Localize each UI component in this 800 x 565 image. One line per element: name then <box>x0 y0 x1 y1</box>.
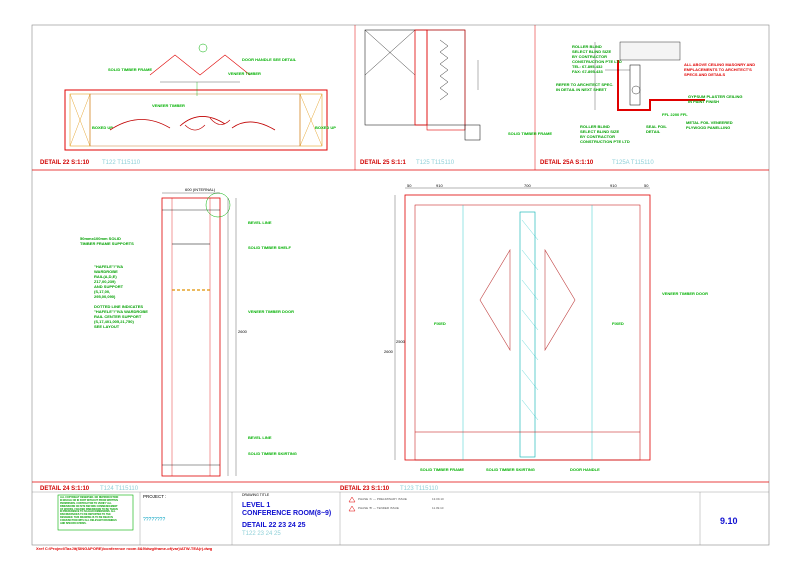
drawing-room: CONFERENCE ROOM(8~9) <box>242 510 332 517</box>
label-veneer-timber: VENEER TIMBER <box>228 71 261 76</box>
drawing-detail-list: DETAIL 22 23 24 25 <box>242 522 306 529</box>
label-solid-timber-shelf: SOLID TIMBER SHELF <box>248 245 291 250</box>
detail-24-title: DETAIL 24 S:1:10 <box>40 486 90 492</box>
dim-side-2: 2500 <box>396 339 405 344</box>
label-above-ceiling: ALL ABOVE CEILING MASONRY AND EMPLACEMEN… <box>684 62 756 77</box>
label-dotted-line: DOTTED LINE INDICATES "HAFELE"/"IVA WARD… <box>94 304 148 329</box>
detail-23-ref: T123 T115110 <box>400 486 439 492</box>
label-solid-timber-frame: SOLID TIMBER FRAME <box>108 67 152 72</box>
label-thick-solid: 50mmx100mm SOLID TIMBER FRAME SUPPORTS <box>80 236 134 246</box>
label-gypsum: GYPSUM PLASTER CEILING IN PAINT FINISH <box>688 94 743 104</box>
label-seal-foil: SEAL FOIL DETAIL <box>646 124 667 134</box>
project-value: ???????? <box>143 517 166 523</box>
label-solid-timber-skirting: SOLID TIMBER SKIRTING <box>248 451 297 456</box>
legal-notice: ALL COPYRIGHT RESERVED. NO REPRODUCTION … <box>60 496 119 525</box>
label-bevel-line-bot: BEVEL LINE <box>248 435 272 440</box>
detail-25-ref: T125 T115110 <box>416 160 455 166</box>
label-solid-timber-skirting-23: SOLID TIMBER SKIRTING <box>486 467 535 472</box>
sheet-border <box>31 24 770 546</box>
xref-path: Xref C:\Project\TaxJit(SINGAPORE)\confer… <box>36 546 213 551</box>
label-veneer-timber-door: VENEER TIMBER DOOR <box>248 309 295 314</box>
dim-top-3: 700 <box>524 183 531 188</box>
detail-22-title: DETAIL 22 S:1:10 <box>40 160 90 166</box>
label-metal-foil: METAL FOIL VENEERED PLYWOOD PANELLING <box>686 120 733 130</box>
detail-25a-drawing <box>594 41 705 111</box>
drawing-level: LEVEL 1 <box>242 502 271 509</box>
dim-side-3: 2600 <box>384 349 393 354</box>
detail-24-ref: T124 T115110 <box>100 486 139 492</box>
label-solid-timber-frame-25: SOLID TIMBER FRAME <box>508 131 552 136</box>
dim-top-2: 910 <box>436 183 443 188</box>
label-veneer-timber-door-23: VENEER TIMBER DOOR <box>662 291 709 296</box>
revision-a-date: 13.09.10 <box>432 497 444 501</box>
label-ffl: FFL 2200 FFL <box>662 112 688 117</box>
drawing-ref: T122 23 24 25 <box>242 531 281 537</box>
label-solid-timber-frame-23: SOLID TIMBER FRAME <box>420 467 464 472</box>
revision-a: PHASE 'A' — PRELIMINARY ISSUE <box>358 497 407 501</box>
titleblock-frame <box>57 492 701 545</box>
dim-d24-side: 2600 <box>238 329 247 334</box>
label-hafele: "HAFELE"/"IVA WARDROBE RAIL(A,D,E) Z17,0… <box>94 264 124 299</box>
detail-22-ref: T122 T115110 <box>102 160 141 166</box>
label-veneer-timber-2: VENEER TIMBER <box>152 103 185 108</box>
detail-25a-ref: T125A T115110 <box>612 160 654 166</box>
project-label: PROJECT : <box>143 494 167 499</box>
label-door-handle-23: DOOR HANDLE <box>570 467 600 472</box>
label-fixed-right: FIXED <box>612 321 624 326</box>
label-boxed-up-right: BOXED UP <box>315 125 336 130</box>
drawing-title-label: DRAWING TITLE <box>242 493 270 497</box>
sheet-number: 9.10 <box>720 516 738 526</box>
detail-24-drawing <box>161 192 237 477</box>
label-door-handle: DOOR HANDLE SEE DETAIL <box>242 57 297 62</box>
detail-25-drawing <box>364 29 481 141</box>
detail-23-title: DETAIL 23 S:1:10 <box>340 486 390 492</box>
label-bevel-line-top: BEVEL LINE <box>248 220 272 225</box>
label-refer-architect: REFER TO ARCHITECT SPEC. IN DETAIL IN NE… <box>556 82 614 92</box>
detail-23-drawing <box>394 187 651 461</box>
label-roller-blind: ROLLER BLIND SELECT BLIND SIZE BY CONTRA… <box>572 44 622 74</box>
revision-b-date: 11.09.10 <box>432 506 444 510</box>
dim-d24-top: 600 (INTERNAL) <box>185 187 216 192</box>
dim-top-1: 50 <box>407 183 412 188</box>
label-roller-blind-2: ROLLER BLIND SELECT BLIND SIZE BY CONTRA… <box>580 124 630 144</box>
detail-22-drawing <box>64 43 328 151</box>
detail-25-title: DETAIL 25 S:1:1 <box>360 160 406 166</box>
revision-b: PHASE 'B' — TENDER ISSUE <box>358 506 399 510</box>
label-fixed-left: FIXED <box>434 321 446 326</box>
label-boxed-up-left: BOXED UP <box>92 125 113 130</box>
dim-top-5: 50 <box>644 183 649 188</box>
dim-top-4: 910 <box>610 183 617 188</box>
detail-25a-title: DETAIL 25A S:1:10 <box>540 160 594 166</box>
